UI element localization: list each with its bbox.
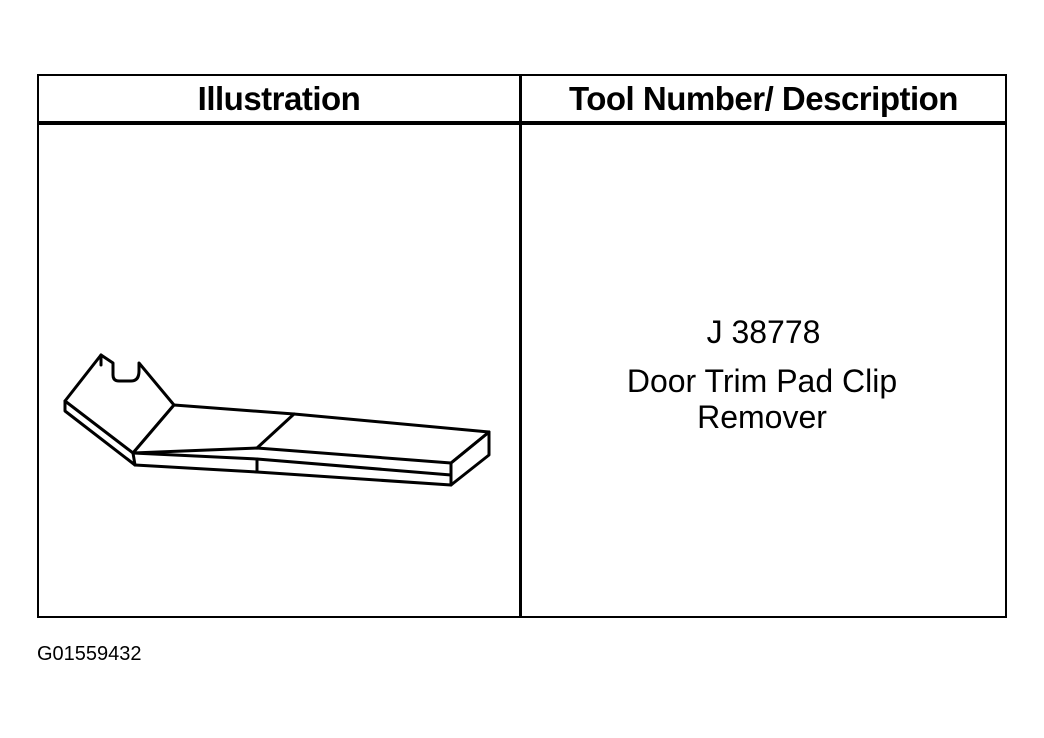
column-divider: [519, 76, 522, 616]
tool-table: Illustration Tool Number/ Description J …: [37, 74, 1007, 618]
tool-description: Door Trim Pad Clip Remover: [626, 363, 898, 435]
illustration-cell: [39, 125, 519, 616]
tool-description-header: Tool Number/ Description: [569, 79, 958, 117]
tool-description-cell: J 38778 Door Trim Pad Clip Remover: [522, 125, 1005, 616]
tool-number: J 38778: [706, 314, 821, 350]
illustration-header: Illustration: [197, 79, 361, 117]
figure-id: G01559432: [37, 643, 142, 665]
trim-pad-clip-remover-icon: [63, 353, 491, 487]
header-divider: [39, 121, 1005, 125]
